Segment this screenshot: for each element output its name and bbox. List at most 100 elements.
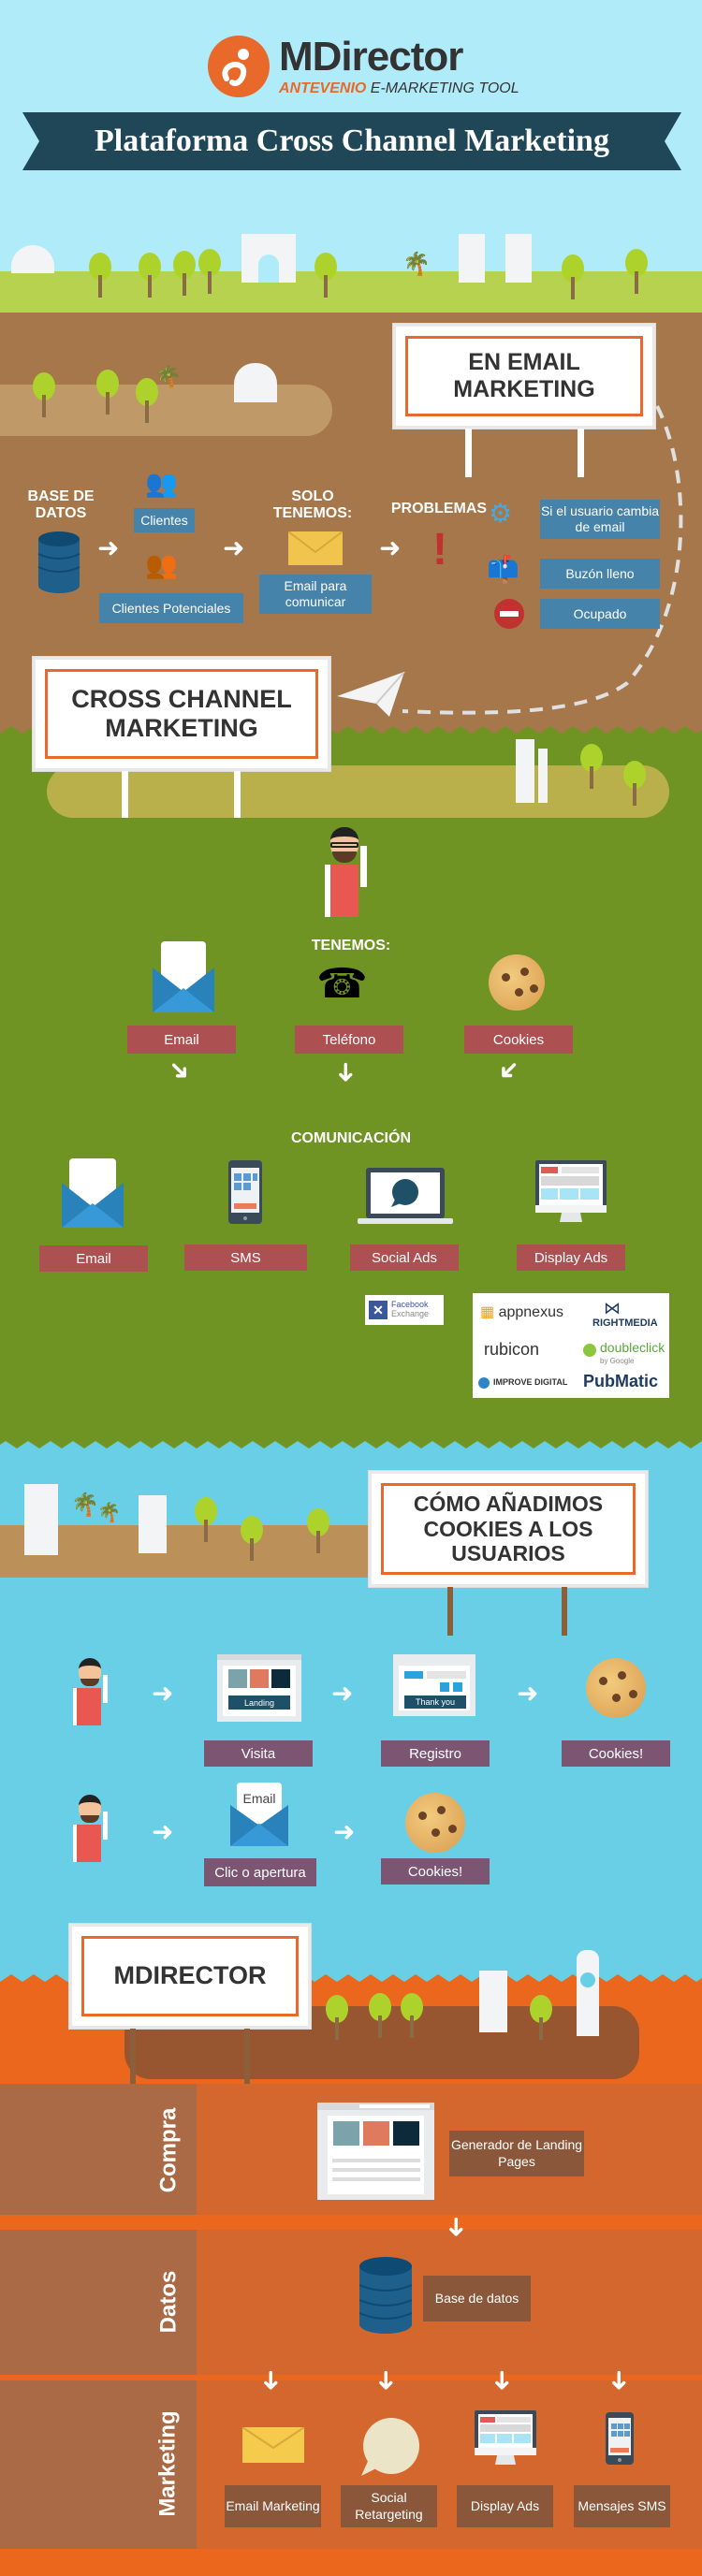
mailbox-icon: 📫	[487, 555, 519, 584]
comunicacion-sms-box: SMS	[184, 1244, 307, 1271]
comunicacion-email-box: Email	[39, 1245, 148, 1272]
mdirector-sign: MDIRECTOR	[69, 1924, 311, 2029]
tagline-rest: E-MARKETING TOOL	[366, 80, 519, 96]
clients-group-icon: 👥	[145, 469, 178, 498]
logo-name: MDirector	[279, 34, 463, 80]
svg-text:Landing: Landing	[244, 1698, 274, 1708]
fbx-line2: Exchange	[391, 1309, 430, 1318]
arrow-down-icon: ➜	[488, 2369, 518, 2392]
rubicon-logo: rubicon	[484, 1340, 540, 1359]
cookie-icon	[489, 954, 545, 1011]
clientes-potenciales-box: Clientes Potenciales	[99, 593, 243, 623]
arrow-down-icon: ➜	[372, 2369, 402, 2392]
paper-plane-icon	[337, 672, 405, 717]
cookies-box: Cookies!	[562, 1740, 670, 1767]
sign-post	[578, 429, 584, 477]
lane-title-compra: Compra	[155, 2107, 181, 2193]
grass-strip	[0, 271, 702, 313]
tenemos-label: TENEMOS:	[311, 938, 391, 953]
sign-title: CÓMO AÑADIMOS COOKIES A LOS USUARIOS	[381, 1483, 636, 1575]
lane-title-wrapper: Compra	[94, 2108, 243, 2193]
man-character-illustration	[323, 827, 370, 939]
sign-post	[234, 771, 241, 818]
pubmatic-logo: PubMatic	[583, 1372, 659, 1390]
lane-title-wrapper: Datos	[94, 2271, 243, 2334]
title-banner-ribbon	[22, 112, 681, 170]
tree	[33, 372, 55, 419]
email-marketing-sign: EN EMAIL MARKETING	[393, 324, 655, 429]
tenemos-cookies-box: Cookies	[464, 1026, 573, 1054]
tree	[369, 1993, 391, 2040]
palm-tree: 🌴	[155, 365, 182, 388]
fbx-line1: Facebook	[391, 1300, 429, 1310]
email-marketing-box: Email Marketing	[225, 2485, 321, 2527]
sign-title: CROSS CHANNEL MARKETING	[45, 669, 318, 759]
landing-page-icon	[317, 2103, 434, 2200]
palm-tree: 🌴	[97, 1503, 121, 1523]
tree	[241, 1516, 263, 1563]
tree	[314, 253, 337, 299]
monitor-icon	[475, 2410, 536, 2465]
doubleclick-logo: doubleclick	[600, 1340, 665, 1355]
sign-post	[562, 1587, 567, 1636]
skyscraper	[479, 1971, 507, 2032]
lane-label-datos	[0, 2230, 197, 2375]
monitor-icon	[535, 1160, 607, 1222]
rightmedia-mark-icon: ⋈	[604, 1299, 621, 1317]
arch-monument	[241, 234, 296, 283]
building	[459, 234, 485, 283]
svg-text:Email: Email	[242, 1791, 275, 1806]
logo-tagline: ANTEVENIO E-MARKETING TOOL	[279, 80, 519, 97]
clientes-box: Clientes	[134, 508, 195, 532]
arrow-right-icon: ➜	[331, 1679, 354, 1708]
dirt-path	[47, 765, 669, 818]
cookies-sign: CÓMO AÑADIMOS COOKIES A LOS USUARIOS	[369, 1471, 648, 1587]
comunicacion-social-ads-box: Social Ads	[350, 1244, 459, 1271]
skyscraper	[516, 739, 534, 803]
by-google-text: by Google	[600, 1357, 635, 1365]
tree	[580, 744, 603, 791]
gears-icon: ⚙	[489, 499, 513, 528]
tree	[401, 1993, 423, 2040]
telephone-icon: ☎	[316, 961, 368, 1007]
arrow-right-icon: ➜	[223, 533, 245, 562]
arrow-right-icon: ➜	[379, 533, 402, 562]
sign-post	[130, 2029, 136, 2085]
registro-box: Registro	[381, 1740, 490, 1767]
domed-building	[11, 245, 54, 273]
skyscraper	[538, 749, 548, 803]
clock-tower	[577, 1950, 599, 2036]
tree	[625, 249, 648, 296]
display-ads-box: Display Ads	[457, 2485, 553, 2527]
tenemos-telefono-box: Teléfono	[295, 1026, 403, 1054]
arrow-down-icon: ➜	[605, 2369, 635, 2392]
potential-clients-group-icon: 👥	[145, 550, 178, 579]
envelope-icon	[242, 2427, 304, 2463]
rightmedia-logo: RIGHTMEDIA	[592, 1317, 658, 1329]
arrow-down-icon: ➜	[256, 2369, 286, 2392]
building	[505, 234, 532, 283]
improve-digital-logo: IMPROVE DIGITAL	[493, 1377, 568, 1387]
tenemos-email-box: Email	[127, 1026, 236, 1054]
social-retargeting-box: Social Retargeting	[341, 2485, 437, 2527]
problem-box: Buzón lleno	[540, 559, 660, 589]
tree	[173, 251, 196, 298]
database-icon	[37, 531, 80, 593]
lane-title-marketing: Marketing	[154, 2410, 181, 2517]
speech-bubble-icon	[361, 2418, 419, 2476]
sign-post	[465, 429, 472, 477]
arrow-down-icon: ➜	[442, 2216, 472, 2238]
base-de-datos-box: Base de datos	[423, 2276, 531, 2321]
lane-title-wrapper: Marketing	[94, 2410, 243, 2516]
lane-title-datos: Datos	[155, 2270, 181, 2334]
cookie-icon	[405, 1793, 465, 1853]
sign-title: EN EMAIL MARKETING	[405, 336, 643, 416]
envelope-icon	[153, 941, 214, 1012]
man-character-illustration	[71, 1658, 114, 1733]
tree	[136, 378, 158, 425]
smartphone-icon	[228, 1160, 262, 1224]
problemas-label: PROBLEMAS	[390, 501, 488, 517]
tree	[198, 249, 221, 296]
tree	[89, 253, 111, 299]
lane-label-compra	[0, 2084, 197, 2215]
